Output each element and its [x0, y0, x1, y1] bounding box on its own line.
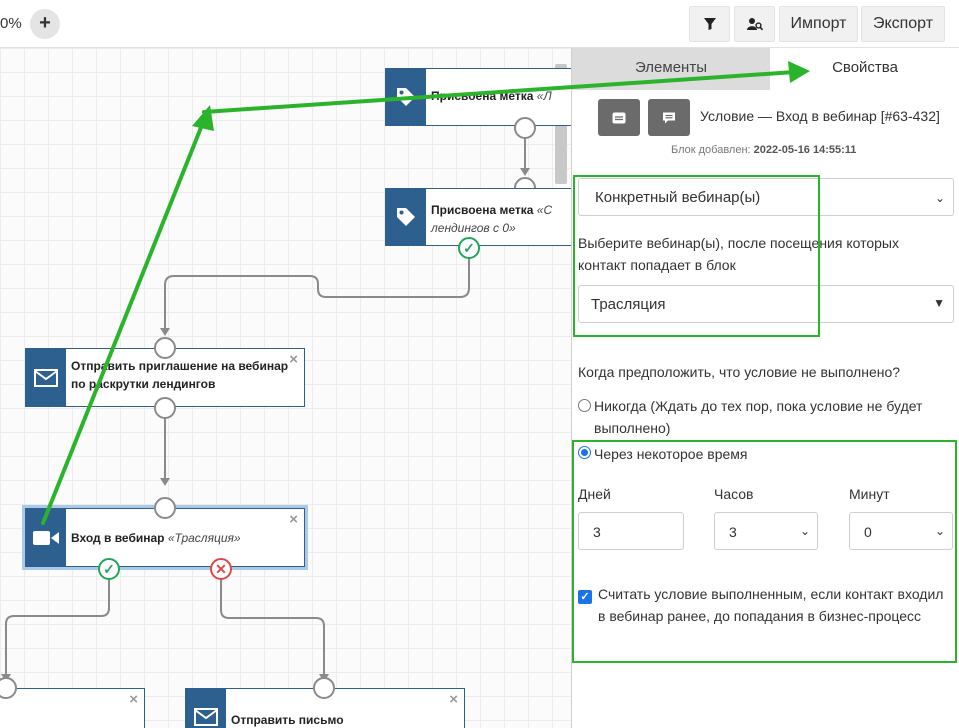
hours-select[interactable]: 3 ⌄	[714, 512, 818, 550]
video-camera-icon	[26, 509, 66, 566]
days-input[interactable]: 3	[578, 512, 684, 550]
properties-panel: Элементы Свойства Условие — Вход в вебин…	[571, 48, 959, 728]
user-search-icon	[746, 18, 763, 31]
filter-button[interactable]	[689, 6, 730, 42]
chevron-down-icon: ⌄	[934, 191, 945, 205]
close-icon[interactable]: ×	[289, 511, 298, 528]
tab-properties[interactable]: Свойства	[770, 48, 959, 90]
condition-not-met-icon[interactable]: ✕	[210, 558, 232, 580]
fail-question: Когда предположить, что условие не выпол…	[578, 364, 901, 380]
note-icon	[612, 112, 626, 123]
radio-after-time-label: Через некоторое время	[594, 446, 748, 462]
zoom-level: 0%	[0, 15, 22, 32]
zoom-in-button[interactable]: +	[30, 9, 60, 39]
days-value: 3	[593, 524, 601, 540]
block-notes-button[interactable]	[598, 99, 640, 136]
close-icon[interactable]: ×	[129, 691, 138, 708]
tab-elements[interactable]: Элементы	[572, 48, 770, 90]
node-input-port[interactable]	[313, 677, 335, 699]
webinar-mode-select[interactable]: Конкретный вебинар(ы) ⌄	[578, 178, 954, 216]
export-button[interactable]: Экспорт	[861, 6, 945, 42]
toolbar: 0% + Импорт Экспорт	[0, 0, 959, 48]
node-label: Отправить письмо	[231, 713, 344, 727]
node-tag-assigned-1[interactable]: Присвоена метка «Л	[385, 68, 571, 126]
block-title: Условие — Вход в вебинар [#63-432]	[700, 108, 940, 124]
previous-entry-checkbox[interactable]: ✓	[578, 590, 592, 604]
block-comment-button[interactable]	[648, 99, 690, 136]
filter-icon	[703, 18, 716, 30]
condition-met-icon[interactable]: ✓	[98, 558, 120, 580]
chevron-down-icon: ⌄	[934, 524, 945, 538]
radio-never[interactable]	[578, 399, 591, 412]
tag-icon	[386, 189, 426, 245]
previous-entry-label: Считать условие выполненным, если контак…	[598, 586, 944, 624]
import-button[interactable]: Импорт	[779, 6, 858, 42]
radio-never-label: Никогда (Ждать до тех пор, пока условие …	[594, 398, 923, 436]
radio-after-time[interactable]	[578, 446, 591, 459]
chevron-down-icon: ⌄	[799, 524, 810, 538]
node-input-port[interactable]	[154, 337, 176, 359]
close-icon[interactable]: ×	[449, 691, 458, 708]
user-search-button[interactable]	[734, 6, 775, 42]
node-output-port[interactable]	[154, 397, 176, 419]
webinar-mode-value: Конкретный вебинар(ы)	[595, 189, 761, 206]
minutes-label: Минут	[849, 486, 890, 502]
envelope-icon	[186, 689, 226, 728]
tag-icon	[386, 69, 426, 125]
condition-met-icon[interactable]: ✓	[458, 237, 480, 259]
webinar-select[interactable]: Трасляция ▼	[578, 285, 954, 323]
node-input-port[interactable]	[0, 677, 17, 699]
node-label: Присвоена метка «Л	[431, 89, 552, 103]
node-output-port[interactable]	[514, 117, 536, 139]
minutes-value: 0	[864, 524, 872, 540]
envelope-icon	[26, 349, 66, 406]
comment-icon	[663, 112, 675, 123]
hours-label: Часов	[714, 486, 754, 502]
caret-down-icon: ▼	[933, 296, 945, 310]
node-partial-left[interactable]: ×	[0, 688, 145, 728]
minutes-select[interactable]: 0 ⌄	[849, 512, 953, 550]
webinar-selected-value: Трасляция	[591, 296, 666, 313]
node-label: Вход в вебинар «Трасляция»	[71, 531, 241, 545]
days-label: Дней	[578, 486, 611, 502]
hours-value: 3	[729, 524, 737, 540]
close-icon[interactable]: ×	[289, 351, 298, 368]
webinar-hint: Выберите вебинар(ы), после посещения кот…	[578, 235, 899, 273]
block-added-info: Блок добавлен: 2022-05-16 14:55:11	[671, 144, 857, 156]
node-input-port[interactable]	[154, 497, 176, 519]
